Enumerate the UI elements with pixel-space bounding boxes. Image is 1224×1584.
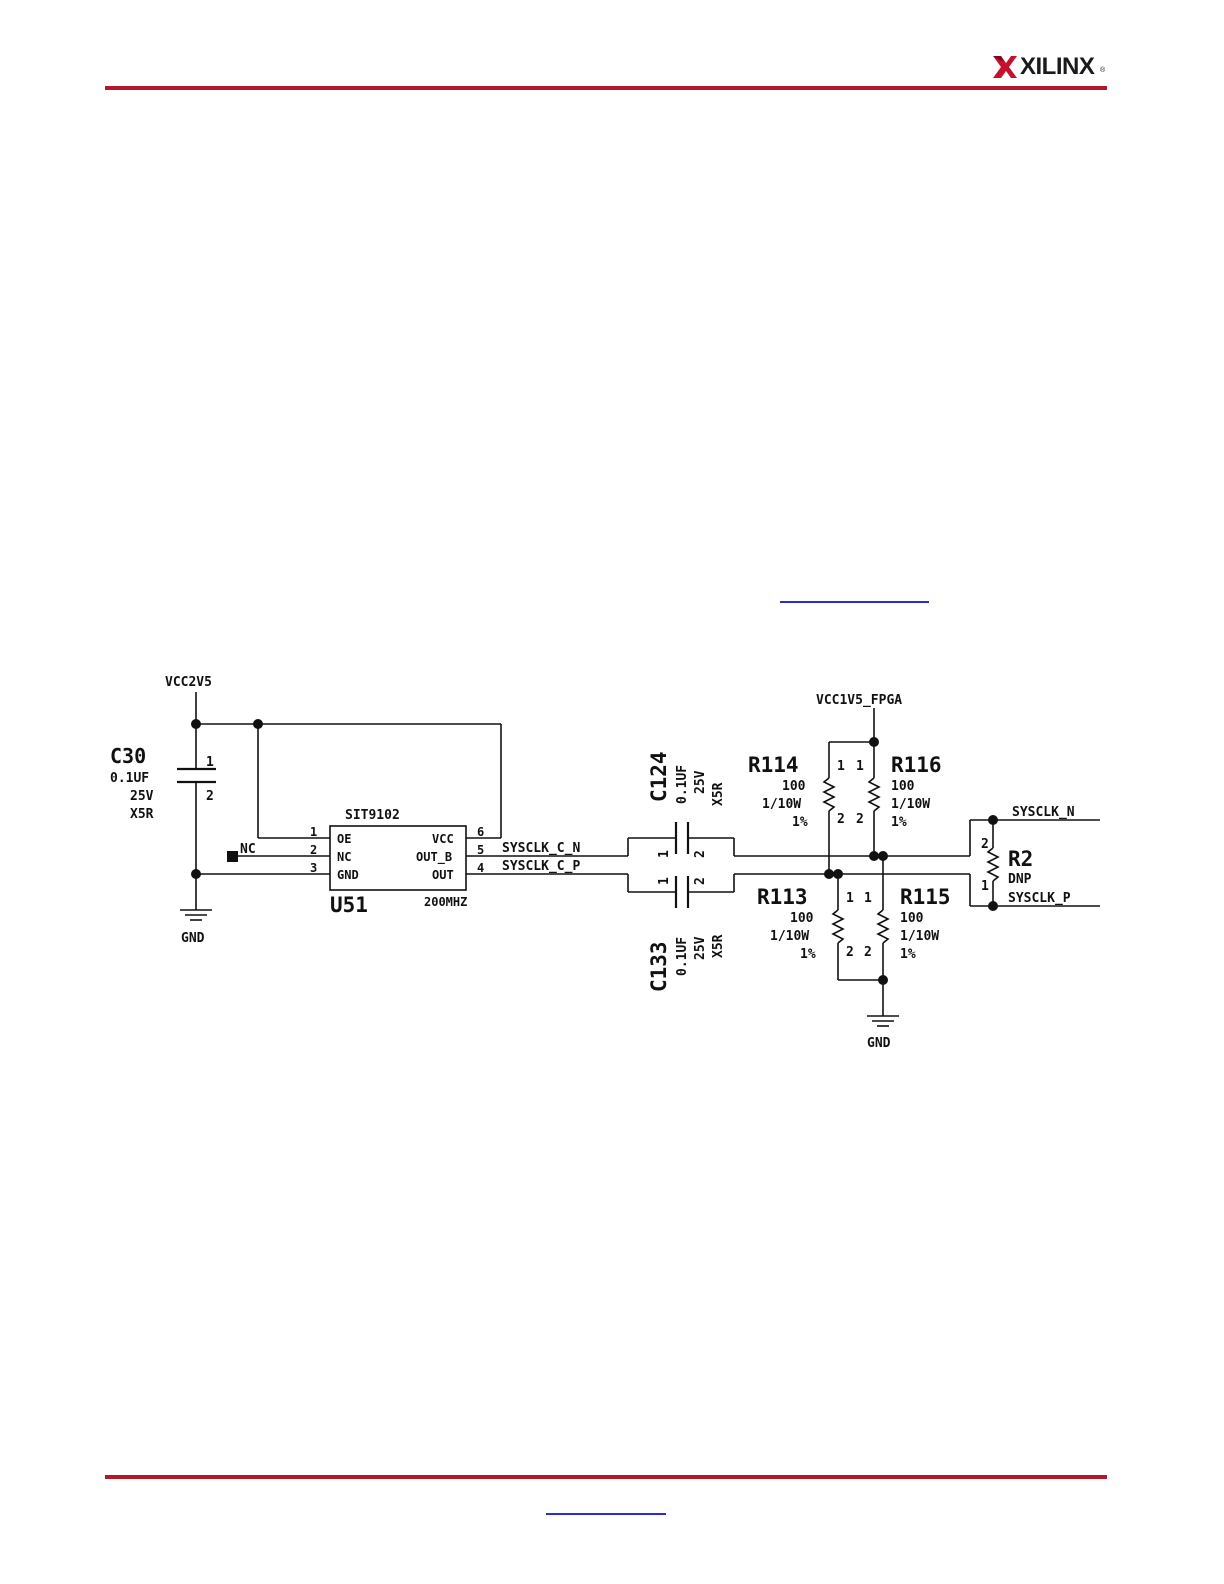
u51-pin2-name: NC [337, 850, 351, 864]
u51-pin4-name: OUT [432, 868, 454, 882]
r116-pin1: 1 [856, 759, 864, 774]
r2-body [986, 847, 1000, 882]
u51-pin6-num: 6 [477, 825, 484, 839]
footer-hyperlink-underline[interactable] [546, 1513, 666, 1515]
c30-pin2: 2 [206, 789, 214, 804]
u51-pin5-num: 5 [477, 843, 484, 857]
r115-ref: R115 [900, 885, 951, 909]
c30-pin1: 1 [206, 755, 214, 770]
logo-wordmark: XILINX [1020, 53, 1095, 80]
sysclk-c-p-label: SYSCLK_C_P [502, 859, 580, 874]
r114-power: 1/10W [762, 797, 801, 812]
u51-pin4-num: 4 [477, 861, 484, 875]
header-rule [105, 86, 1107, 90]
u51-pin5-name: OUT_B [416, 850, 452, 865]
r113-ref: R113 [757, 885, 808, 909]
r2-value: DNP [1008, 872, 1032, 887]
u51-pin1-name: OE [337, 832, 351, 846]
u51-ref: U51 [330, 893, 368, 917]
r114-value: 100 [782, 779, 806, 794]
c30-dielectric: X5R [130, 807, 154, 822]
c133-pin2: 2 [693, 877, 708, 885]
c133-ref: C133 [647, 941, 671, 992]
junction-dot [824, 869, 834, 879]
c30-ref: C30 [110, 744, 146, 768]
r116-tol: 1% [891, 815, 907, 830]
c124-voltage: 25V [693, 770, 708, 794]
u51-pin1-num: 1 [310, 825, 317, 839]
c124-ref: C124 [647, 751, 671, 802]
r2-ref: R2 [1008, 847, 1033, 871]
c30-voltage: 25V [130, 789, 154, 804]
r113-power: 1/10W [770, 929, 809, 944]
logo-registered-mark: ® [1100, 67, 1106, 74]
u51-pin3-name: GND [337, 868, 359, 882]
xilinx-logo: XILINX ® [992, 52, 1112, 82]
sysclk-n-label: SYSCLK_N [1012, 805, 1075, 820]
nc-label: NC [240, 842, 256, 857]
r113-tol: 1% [800, 947, 816, 962]
gnd-right-label: GND [867, 1036, 891, 1051]
r2-pin1: 1 [981, 879, 989, 894]
r115-body [876, 909, 890, 944]
r2-pin2: 2 [981, 837, 989, 852]
r116-pin2: 2 [856, 812, 864, 827]
r114-ref: R114 [748, 753, 799, 777]
r115-pin2: 2 [864, 945, 872, 960]
u51-part: SIT9102 [345, 808, 400, 823]
vcc2v5-label: VCC2V5 [165, 675, 212, 690]
sysclk-p-label: SYSCLK_P [1008, 891, 1071, 906]
junction-dot [191, 869, 201, 879]
nc-marker [227, 851, 238, 862]
r114-pin1: 1 [837, 759, 845, 774]
junction-dot [253, 719, 263, 729]
xilinx-x-mark-icon [993, 56, 1017, 78]
r114-tol: 1% [792, 815, 808, 830]
sysclk-c-n-label: SYSCLK_C_N [502, 841, 580, 856]
c124-pin2: 2 [693, 850, 708, 858]
r115-power: 1/10W [900, 929, 939, 944]
u51-pin3-num: 3 [310, 861, 317, 875]
u51-body [329, 825, 467, 891]
junction-dot [869, 851, 879, 861]
gnd-left-label: GND [181, 931, 205, 946]
u51-pin2-num: 2 [310, 843, 317, 857]
c124-pin1: 1 [657, 850, 672, 858]
c124-dielectric: X5R [711, 782, 726, 806]
r116-ref: R116 [891, 753, 942, 777]
r116-body [867, 777, 881, 812]
r116-value: 100 [891, 779, 915, 794]
r115-value: 100 [900, 911, 924, 926]
u51-freq: 200MHZ [424, 895, 467, 909]
r113-body [831, 909, 845, 944]
r116-power: 1/10W [891, 797, 930, 812]
vcc1v5-label: VCC1V5_FPGA [816, 693, 902, 708]
c30-value: 0.1UF [110, 771, 149, 786]
r113-pin1: 1 [846, 891, 854, 906]
r114-pin2: 2 [837, 812, 845, 827]
footer-rule [105, 1475, 1107, 1479]
junction-dot [878, 975, 888, 985]
u51-pin6-name: VCC [432, 832, 454, 846]
c124-value: 0.1UF [675, 765, 690, 804]
junction-dot [191, 719, 201, 729]
r115-pin1: 1 [864, 891, 872, 906]
r115-tol: 1% [900, 947, 916, 962]
r113-pin2: 2 [846, 945, 854, 960]
r114-body [822, 777, 836, 812]
r113-value: 100 [790, 911, 814, 926]
c133-value: 0.1UF [675, 937, 690, 976]
c133-voltage: 25V [693, 936, 708, 960]
c133-dielectric: X5R [711, 934, 726, 958]
c133-pin1: 1 [657, 877, 672, 885]
hyperlink-underline[interactable] [780, 601, 929, 603]
